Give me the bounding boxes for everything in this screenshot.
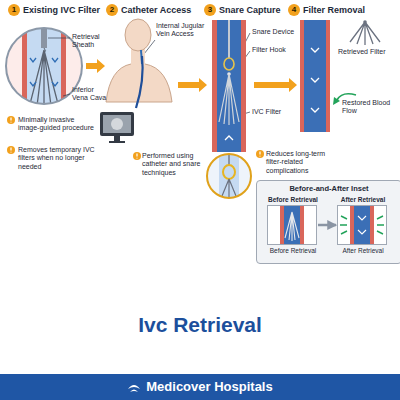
vessel-zoom-view-part-part <box>30 58 58 86</box>
vessel-thumbnail-part <box>340 216 384 234</box>
snare-zoom-view-part <box>207 154 251 198</box>
vessel-zoom-view-part-part <box>41 20 47 48</box>
snare-vessel-part <box>212 20 246 152</box>
step-number: 2 <box>110 6 114 14</box>
monitor-icon-part <box>114 136 120 141</box>
clear-vessel-part <box>311 48 319 112</box>
part-label: Snare Device <box>252 28 294 36</box>
bullet-icon <box>7 116 264 160</box>
comparison-arrow <box>318 224 336 227</box>
monitor-icon-part <box>100 112 134 136</box>
part-label: Filter Hook <box>252 46 286 54</box>
vessel-thumbnail <box>338 206 386 244</box>
vessel-thumbnail <box>268 206 316 244</box>
inset-title: Before-and-After Inset <box>257 184 400 193</box>
patient-figure-part <box>125 19 151 51</box>
snare-zoom-view-part-part <box>223 165 235 179</box>
brand-logo <box>127 380 141 394</box>
retrieved-filter-icon <box>350 20 380 45</box>
frame-heading: Before Retrieval <box>248 196 338 204</box>
vessel-zoom-view <box>6 20 82 112</box>
monitor-icon-part <box>109 141 125 143</box>
flow-arrow-part <box>333 97 340 105</box>
part-label: Internal Jugular Vein Access <box>156 22 208 39</box>
vessel-zoom-view-part-part <box>27 20 61 112</box>
part-label: Inferior Vena Cava <box>72 86 108 103</box>
snare-zoom-view-part-part <box>219 150 239 200</box>
snare-vessel-part <box>225 136 233 140</box>
brand-name: Medicover Hospitals <box>146 379 272 395</box>
step-heading: Existing IVC Filter <box>23 4 100 16</box>
step-heading: Filter Removal <box>303 4 365 16</box>
benefit-note: Removes temporary IVC filters when no lo… <box>18 146 96 171</box>
vessel-thumbnail-part <box>284 206 300 244</box>
vessel-thumbnail-part <box>354 206 370 244</box>
diagram-title: Ivc Retrieval <box>0 313 400 337</box>
benefit-note: Performed using catheter and snare techn… <box>142 152 204 177</box>
vessel-zoom-view-part-part <box>22 20 66 112</box>
part-label: IVC Filter <box>252 108 281 116</box>
inset-panel: Before-and-After InsetBefore RetrievalBe… <box>256 180 400 264</box>
clear-vessel-part <box>300 20 330 132</box>
frame-caption: Before Retrieval <box>248 247 338 255</box>
comparison-frame: After RetrievalAfter Retrieval <box>337 205 387 245</box>
step-arrow-part <box>86 59 105 73</box>
vessel-zoom-view-part <box>22 20 66 112</box>
step-heading: Snare Capture <box>219 4 281 16</box>
part-label: Retrieval Sheath <box>72 33 108 50</box>
step-badge: 2Catheter Access <box>106 4 118 16</box>
step-arrow-part <box>254 78 297 92</box>
patient-figure-part <box>136 56 143 108</box>
monitor-icon-part <box>103 115 131 133</box>
snare-zoom-view-part-part <box>228 150 230 165</box>
brand-logo-part <box>128 385 140 392</box>
snare-vessel-part <box>219 74 239 125</box>
step-heading: Catheter Access <box>121 4 191 16</box>
step-number: 4 <box>292 6 296 14</box>
snare-zoom-view-part-part <box>222 179 236 198</box>
part-label: Restored Blood Flow <box>342 99 394 116</box>
clear-vessel-part <box>304 20 326 132</box>
step-number: 3 <box>208 6 212 14</box>
benefit-note: Reduces long-term filter-related complic… <box>266 150 336 175</box>
retrieved-filter-icon-part <box>350 22 380 45</box>
step-number: 1 <box>12 6 16 14</box>
vessel-thumbnail-part <box>285 212 299 241</box>
snare-zoom-view <box>207 150 251 200</box>
snare-vessel-part <box>228 20 230 58</box>
step-badge: 1Existing IVC Filter <box>8 4 20 16</box>
step-badge: 4Filter Removal <box>288 4 300 16</box>
frame-heading: After Retrieval <box>318 196 400 204</box>
vessel-zoom-view-part <box>6 28 82 104</box>
vessel-thumbnail-part <box>280 206 304 244</box>
retrieved-filter-icon-part <box>363 20 367 24</box>
monitor-icon-part <box>111 118 123 130</box>
snare-vessel <box>212 20 246 152</box>
vessel-thumbnail-part <box>350 206 374 244</box>
monitor-icon <box>100 112 134 143</box>
vessel-zoom-view-part-part <box>44 48 46 53</box>
footer-bar: Medicover Hospitals <box>0 374 400 400</box>
snare-vessel-part <box>224 58 234 70</box>
part-label: Retrieved Filter <box>338 48 385 56</box>
snare-vessel-part <box>217 20 241 152</box>
snare-zoom-view-part <box>219 150 239 200</box>
vessel-thumbnail-part <box>358 216 366 234</box>
comparison-frame: Before RetrievalBefore Retrieval <box>267 205 317 245</box>
clear-vessel <box>300 20 330 132</box>
benefit-note: Minimally invasive image-guided procedur… <box>18 116 96 133</box>
vessel-zoom-view-part-part <box>30 50 58 107</box>
step-arrow-part <box>178 78 207 92</box>
step-badge: 3Snare Capture <box>204 4 216 16</box>
frame-caption: After Retrieval <box>318 247 400 255</box>
